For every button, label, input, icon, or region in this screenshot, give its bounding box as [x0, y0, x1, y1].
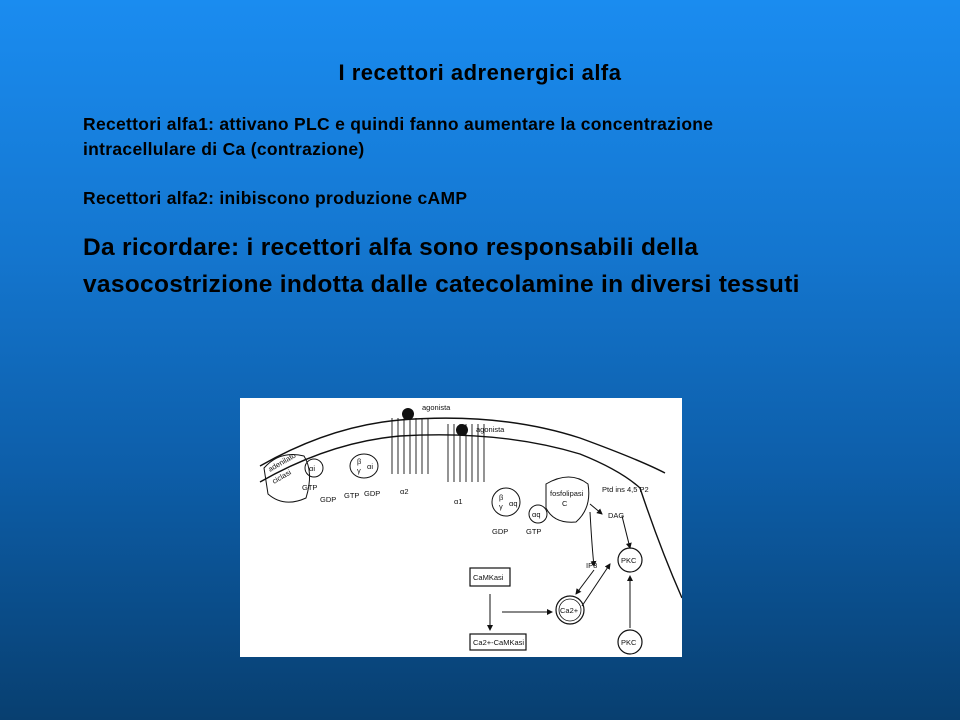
alpha1-description: Recettori alfa1: attivano PLC e quindi f… [83, 114, 714, 159]
g-protein-label: γ [357, 466, 361, 475]
membrane-outer [259, 417, 666, 474]
nucleotide-label: GDP [492, 527, 508, 536]
alpha1-receptor-icon [447, 424, 485, 482]
g-protein-label: αi [367, 462, 373, 471]
calcium-icon [555, 595, 585, 625]
pkc-icon [617, 629, 643, 655]
pkc-label: PKC [621, 556, 637, 565]
receptor-label: α1 [454, 497, 463, 506]
ca-camk-box [469, 633, 527, 651]
adenylate-cyclase-icon [263, 454, 310, 503]
ip3-label: IP3 [586, 561, 597, 570]
agonist-label: agonista [476, 425, 505, 434]
camk-box [469, 567, 511, 587]
receptor-label: α2 [400, 487, 409, 496]
g-protein-icon [304, 458, 324, 478]
phospholipase-c-icon [545, 476, 590, 523]
agonist-label: agonista [422, 403, 451, 412]
ca-camk-label: Ca2+-CaMKasi [473, 638, 524, 647]
slide-title: I recettori adrenergici alfa [338, 60, 622, 85]
g-protein-label: β [357, 457, 362, 466]
calcium-label: Ca2+ [560, 606, 579, 615]
nucleotide-label: GTP [302, 483, 317, 492]
nucleotide-label: GDP [320, 495, 336, 504]
ptd-label: Ptd ins 4,5 P2 [602, 485, 649, 494]
alpha2-receptor-icon [391, 418, 429, 474]
dag-label: DAG [608, 511, 624, 520]
g-protein-icon [491, 487, 521, 517]
phospholipase-c-label: C [562, 499, 568, 508]
key-takeaway: Da ricordare: i recettori alfa sono resp… [83, 234, 800, 298]
alpha2-description: Recettori alfa2: inibiscono produzione c… [83, 188, 468, 208]
g-protein-icon [528, 504, 548, 524]
membrane-inner [259, 434, 682, 599]
g-protein-label: αq [509, 499, 518, 508]
nucleotide-label: GTP [344, 491, 359, 500]
signaling-diagram-svg: agonista agonista adenilato ciclasi αi β… [259, 403, 682, 655]
agonist-molecule-icon [402, 408, 414, 420]
g-protein-label: β [499, 493, 504, 502]
camk-label: CaMKasi [473, 573, 504, 582]
agonist-molecule-icon [456, 424, 468, 436]
g-protein-label: γ [499, 502, 503, 511]
phospholipase-c-label: fosfolipasi [550, 489, 584, 498]
pkc-icon [617, 547, 643, 573]
g-protein-label: αq [532, 510, 541, 519]
nucleotide-label: GTP [526, 527, 541, 536]
nucleotide-label: GDP [364, 489, 380, 498]
g-protein-icon [349, 453, 379, 479]
g-protein-label: αi [309, 464, 315, 473]
pkc-label: PKC [621, 638, 637, 647]
signaling-diagram: agonista agonista adenilato ciclasi αi β… [240, 398, 682, 657]
